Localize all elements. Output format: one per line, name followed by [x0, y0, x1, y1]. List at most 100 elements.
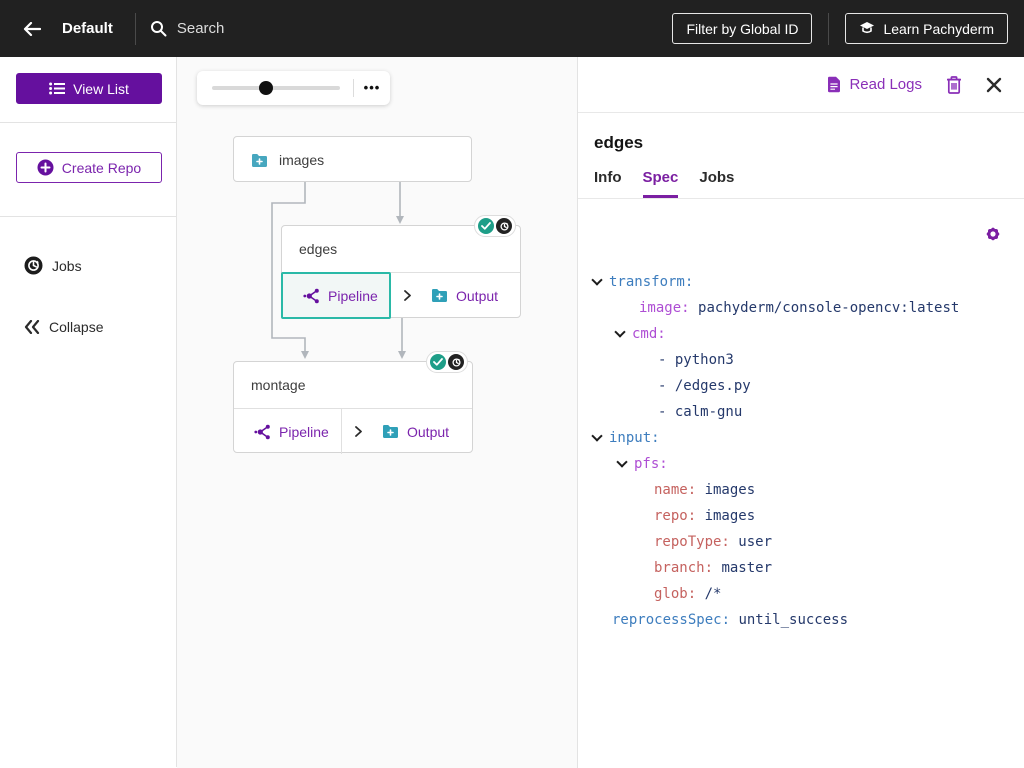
sidebar-divider [0, 122, 177, 123]
collapse-chevron-icon[interactable] [591, 274, 603, 286]
close-icon [986, 77, 1002, 92]
folder-plus-icon [383, 425, 398, 438]
spec-key: image: [639, 300, 699, 316]
spec-line: image: pachyderm/console-opencv:latest [593, 295, 1024, 321]
spec-line: branch: master [593, 555, 1024, 581]
filter-by-global-id-button[interactable]: Filter by Global ID [672, 13, 813, 44]
spec-line: input: [591, 425, 1024, 451]
spec-value: user [738, 534, 773, 550]
panel-tabs: Info Spec Jobs [594, 169, 1024, 198]
spec-settings-button[interactable] [984, 225, 1002, 243]
pipeline-status-clock-icon [496, 218, 512, 234]
spec-key: branch: [654, 560, 722, 576]
spec-line: glob: /* [593, 581, 1024, 607]
more-options-button[interactable]: ••• [363, 80, 381, 95]
spec-line: repoType: user [593, 529, 1024, 555]
project-title: Default [62, 20, 113, 37]
montage-output-cell[interactable]: Output [374, 409, 449, 454]
spec-line: - python3 [593, 347, 1024, 373]
list-icon [49, 82, 66, 95]
spec-key: reprocessSpec: [612, 612, 739, 628]
sidebar-collapse-button[interactable]: Collapse [24, 319, 103, 335]
canvas-toolbar: ••• [197, 71, 390, 105]
dag-node-montage[interactable]: montage Pipeline [233, 351, 473, 454]
spec-key: repoType: [654, 534, 739, 550]
pipeline-icon [303, 288, 319, 303]
spec-line: - /edges.py [593, 373, 1024, 399]
plus-circle-icon [37, 159, 54, 176]
sidebar: View List Create Repo Jobs Collapse [0, 57, 177, 767]
collapse-chevron-icon[interactable] [616, 456, 628, 468]
view-list-button[interactable]: View List [16, 73, 162, 104]
spec-value: - /edges.py [658, 378, 751, 394]
spec-key: name: [654, 482, 705, 498]
tabs-divider [578, 198, 1024, 199]
montage-pipeline-cell[interactable]: Pipeline [234, 409, 342, 454]
toolbar-divider [353, 79, 354, 97]
edges-pipeline-cell[interactable]: Pipeline [281, 272, 391, 319]
spec-value: - calm-gnu [658, 404, 743, 420]
pipeline-status-clock-icon [448, 354, 464, 370]
spec-value: images [704, 482, 756, 498]
zoom-slider-thumb[interactable] [258, 81, 273, 95]
create-repo-button[interactable]: Create Repo [16, 152, 162, 183]
double-chevron-left-icon [24, 320, 40, 334]
spec-value: - python3 [658, 352, 734, 368]
collapse-chevron-icon[interactable] [614, 326, 626, 338]
zoom-slider[interactable] [212, 81, 340, 95]
spec-key: cmd: [632, 326, 666, 342]
spec-key: repo: [654, 508, 705, 524]
collapse-chevron-icon[interactable] [591, 430, 603, 442]
search-input[interactable] [176, 20, 397, 37]
edges-output-cell[interactable]: Output [423, 273, 498, 318]
gear-icon [986, 227, 1000, 241]
spec-key: pfs: [634, 456, 668, 472]
pipeline-cell-label: Pipeline [328, 287, 378, 304]
status-badges [474, 215, 516, 237]
pipeline-cell-label: Pipeline [279, 423, 329, 440]
spec-key: transform: [609, 274, 694, 290]
search-box[interactable] [150, 20, 397, 37]
pipeline-icon [254, 424, 270, 439]
spec-key: input: [609, 430, 660, 446]
spec-line: pfs: [593, 451, 1024, 477]
spec-value: /* [704, 586, 722, 602]
dag-node-images[interactable]: images [233, 136, 472, 182]
node-label: montage [251, 377, 306, 393]
tab-jobs[interactable]: Jobs [699, 169, 735, 186]
dag-edges [271, 182, 406, 359]
zoom-slider-track [212, 86, 340, 90]
spec-code: transform: image: pachyderm/console-openc… [591, 269, 1024, 633]
success-check-icon [430, 354, 446, 370]
search-icon [150, 21, 167, 37]
folder-plus-icon [432, 289, 447, 302]
chevron-right-icon [342, 409, 374, 454]
delete-button[interactable] [946, 75, 962, 94]
close-panel-button[interactable] [986, 77, 1002, 93]
sidebar-item-jobs[interactable]: Jobs [24, 256, 82, 275]
read-logs-button[interactable]: Read Logs [827, 76, 922, 93]
spec-value: until_success [738, 612, 849, 628]
topbar-divider [828, 12, 830, 45]
panel-title: edges [594, 133, 644, 152]
dag-canvas[interactable]: ••• images edges [177, 57, 577, 768]
dag-node-edges[interactable]: edges Pipeline Ou [281, 215, 521, 319]
sidebar-divider [0, 216, 177, 217]
node-label: images [279, 152, 325, 168]
spec-value: master [721, 560, 773, 576]
spec-line: transform: [591, 269, 1024, 295]
back-arrow-icon [23, 21, 41, 36]
document-icon [828, 76, 841, 93]
top-bar: Default Filter by Global ID Learn Pachyd… [0, 0, 1024, 57]
spec-value: images [704, 508, 756, 524]
tab-spec[interactable]: Spec [642, 169, 679, 198]
learn-pachyderm-button[interactable]: Learn Pachyderm [845, 13, 1008, 44]
back-button[interactable] [12, 9, 52, 49]
spec-line: repo: images [593, 503, 1024, 529]
output-cell-label: Output [407, 423, 450, 440]
spec-line: - calm-gnu [593, 399, 1024, 425]
spec-line: reprocessSpec: until_success [593, 607, 1024, 633]
tab-info[interactable]: Info [594, 169, 622, 186]
spec-line: name: images [593, 477, 1024, 503]
